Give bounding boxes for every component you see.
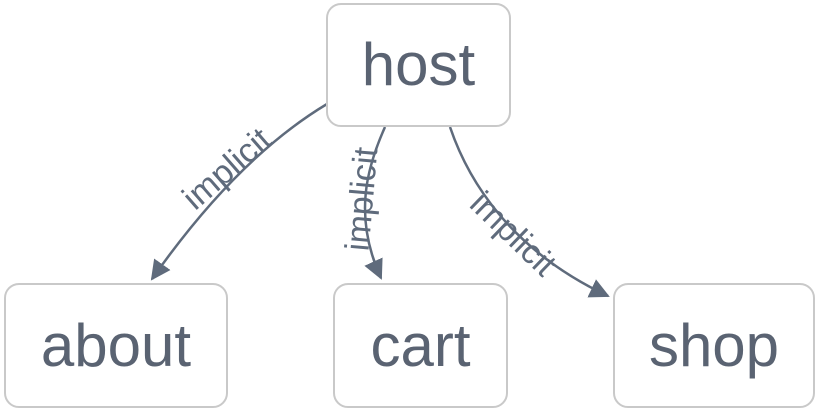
node-about[interactable]: about: [4, 283, 228, 408]
node-cart[interactable]: cart: [333, 283, 508, 408]
node-host[interactable]: host: [326, 3, 511, 127]
edge-label-host-shop: implicit: [462, 184, 564, 284]
node-shop[interactable]: shop: [613, 283, 815, 408]
edge-label-host-cart: implicit: [339, 145, 386, 252]
node-shop-label: shop: [648, 311, 780, 379]
edge-host-cart: implicit: [339, 126, 387, 280]
edge-line-host-about[interactable]: [150, 102, 328, 281]
node-host-label: host: [361, 31, 476, 98]
edge-line-host-shop[interactable]: [448, 126, 610, 298]
edge-host-about: implicit: [150, 102, 328, 281]
edge-line-host-cart[interactable]: [363, 126, 387, 280]
edge-label-host-about: implicit: [175, 120, 279, 217]
node-about-label: about: [40, 311, 192, 379]
edge-host-shop: implicit: [448, 126, 610, 298]
node-cart-label: cart: [370, 311, 471, 379]
